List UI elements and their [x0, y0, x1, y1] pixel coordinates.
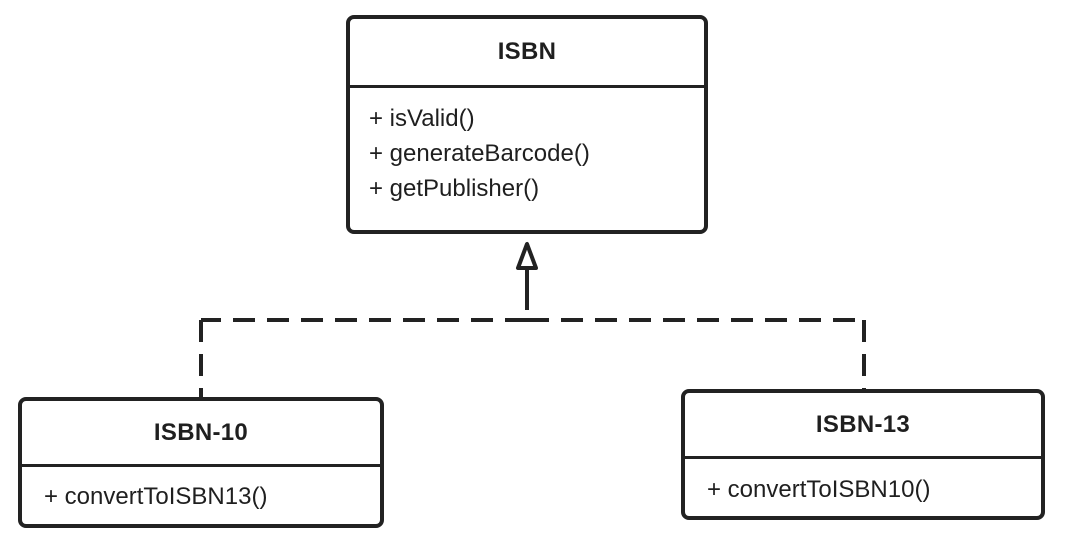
class-box-isbn-13[interactable]: ISBN-13 + convertToISBN10() — [681, 389, 1045, 520]
realization-connector — [199, 288, 866, 397]
method-isvalid: + isValid() — [369, 105, 475, 132]
class-methods-isbn: + isValid() + generateBarcode() + getPub… — [350, 88, 704, 206]
method-generatebarcode: + generateBarcode() — [369, 140, 590, 167]
method-converttoisbn10: + convertToISBN10() — [707, 476, 931, 503]
class-methods-isbn-13: + convertToISBN10() — [685, 459, 1041, 507]
class-box-isbn-10[interactable]: ISBN-10 + convertToISBN13() — [18, 397, 384, 528]
class-methods-isbn-10: + convertToISBN13() — [22, 467, 380, 514]
method-getpublisher: + getPublisher() — [369, 175, 540, 202]
hollow-triangle-arrowhead — [516, 242, 538, 270]
class-box-isbn[interactable]: ISBN + isValid() + generateBarcode() + g… — [346, 15, 708, 234]
class-name-isbn-13: ISBN-13 — [685, 393, 1041, 459]
class-name-isbn-10: ISBN-10 — [22, 401, 380, 467]
method-converttoisbn13: + convertToISBN13() — [44, 483, 268, 510]
class-name-isbn: ISBN — [350, 19, 704, 88]
